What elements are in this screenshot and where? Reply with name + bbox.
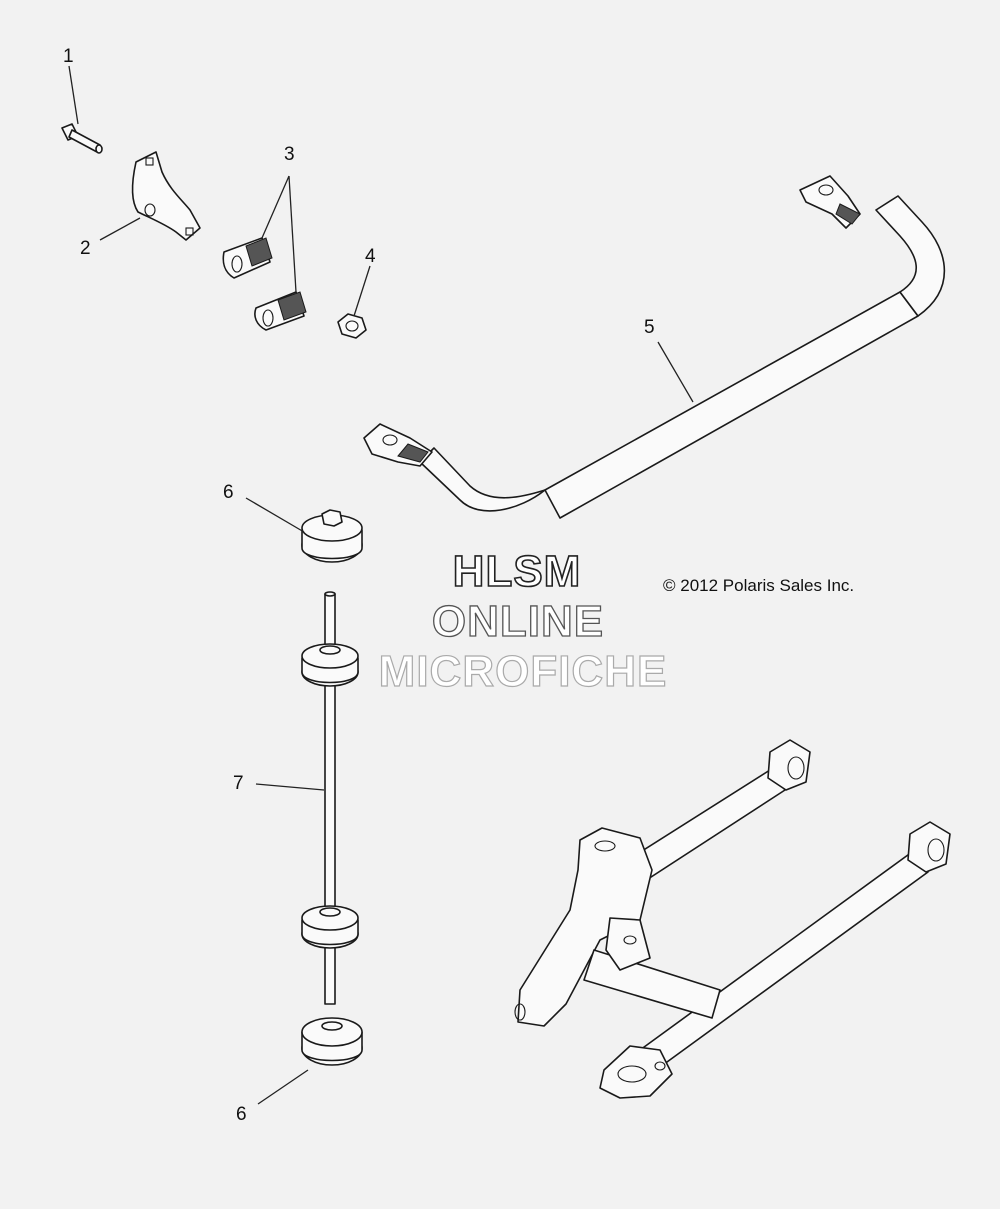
part-6-grommet-lower[interactable]	[301, 1017, 363, 1066]
trailing-arm-assembly-reference	[514, 739, 951, 1099]
leader-6b	[257, 1069, 309, 1105]
leader-5	[657, 341, 694, 403]
callout-2: 2	[80, 238, 91, 259]
leader-4	[353, 265, 371, 317]
callout-6b: 6	[236, 1104, 247, 1125]
callout-5: 5	[644, 317, 655, 338]
part-7-link-rod[interactable]	[301, 591, 359, 1005]
leader-3a	[261, 175, 290, 239]
watermark-line-3: MICROFICHE	[379, 647, 668, 696]
leader-1	[68, 65, 79, 125]
callout-6a: 6	[223, 482, 234, 503]
part-2-clamp-bracket[interactable]	[131, 151, 201, 241]
part-3-bushing-lower[interactable]	[254, 291, 307, 331]
leader-3b	[288, 175, 297, 293]
part-3-bushing-upper[interactable]	[222, 237, 273, 279]
part-1-bolt[interactable]	[61, 123, 103, 154]
copyright-notice: © 2012 Polaris Sales Inc.	[663, 576, 854, 595]
callout-7: 7	[233, 773, 244, 794]
leader-6a	[245, 497, 305, 533]
callout-3: 3	[284, 144, 295, 165]
watermark-line-1: HLSM	[453, 547, 582, 596]
callout-4: 4	[365, 246, 376, 267]
part-4-nut[interactable]	[337, 313, 367, 339]
leader-7	[255, 783, 325, 791]
callout-1: 1	[63, 46, 74, 67]
part-5-stabilizer-bar[interactable]	[363, 175, 946, 519]
watermark: HLSM ONLINE MICROFICHE	[378, 546, 668, 696]
leader-2	[99, 217, 141, 241]
part-6-grommet-upper[interactable]	[301, 509, 363, 563]
watermark-line-2: ONLINE	[432, 597, 604, 646]
